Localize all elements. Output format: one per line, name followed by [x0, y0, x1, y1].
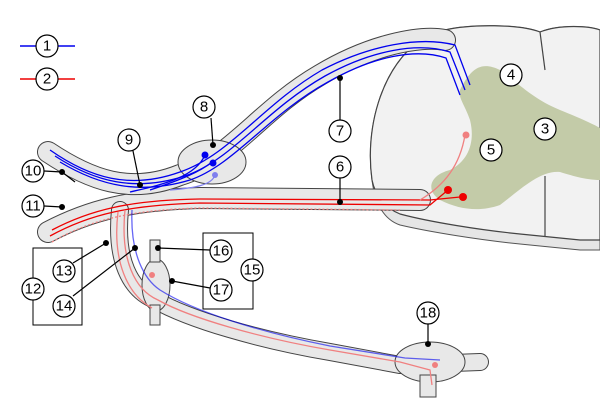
- svg-text:4: 4: [507, 67, 515, 84]
- svg-text:8: 8: [200, 99, 208, 116]
- legend-item-1: 1: [35, 34, 59, 58]
- label-16: 16: [209, 239, 233, 263]
- svg-text:11: 11: [25, 198, 41, 215]
- label-7: 7: [328, 119, 352, 143]
- svg-text:13: 13: [56, 263, 73, 280]
- svg-text:6: 6: [336, 159, 344, 176]
- svg-text:17: 17: [213, 282, 230, 299]
- label-11: 11: [21, 194, 45, 218]
- label-15: 15: [240, 258, 264, 282]
- label-4: 4: [499, 63, 523, 87]
- label-6: 6: [328, 155, 352, 179]
- label-14: 14: [52, 294, 76, 318]
- neuron-bodies: [149, 131, 470, 368]
- label-13: 13: [52, 259, 76, 283]
- legend-item-2: 2: [35, 67, 59, 91]
- svg-text:16: 16: [213, 243, 230, 260]
- fibers: [49, 40, 471, 386]
- label-17: 17: [209, 278, 233, 302]
- numbered-labels: 3 4 5 6 7 8 9 10 11 12 13 14 15 16 17 18: [21, 63, 557, 325]
- svg-text:3: 3: [541, 121, 549, 138]
- label-12: 12: [21, 277, 45, 301]
- sympathetic-chain-ganglion: [141, 258, 171, 312]
- svg-text:2: 2: [43, 71, 51, 88]
- label-5: 5: [479, 138, 503, 162]
- svg-text:5: 5: [487, 142, 495, 159]
- spinal-cord: [369, 25, 600, 251]
- label-3: 3: [533, 117, 557, 141]
- grey-matter: [431, 66, 600, 210]
- svg-text:9: 9: [125, 132, 133, 149]
- label-8: 8: [192, 95, 216, 119]
- label-18: 18: [416, 301, 440, 325]
- svg-text:15: 15: [244, 262, 261, 279]
- svg-text:14: 14: [56, 298, 73, 315]
- leader-lines: [43, 75, 431, 347]
- svg-text:1: 1: [43, 38, 51, 55]
- svg-text:12: 12: [25, 281, 42, 298]
- svg-text:18: 18: [420, 305, 437, 322]
- label-9: 9: [117, 128, 141, 152]
- label-10: 10: [21, 159, 45, 183]
- svg-text:10: 10: [25, 163, 42, 180]
- svg-text:7: 7: [336, 123, 344, 140]
- legend: 1 2: [20, 34, 75, 91]
